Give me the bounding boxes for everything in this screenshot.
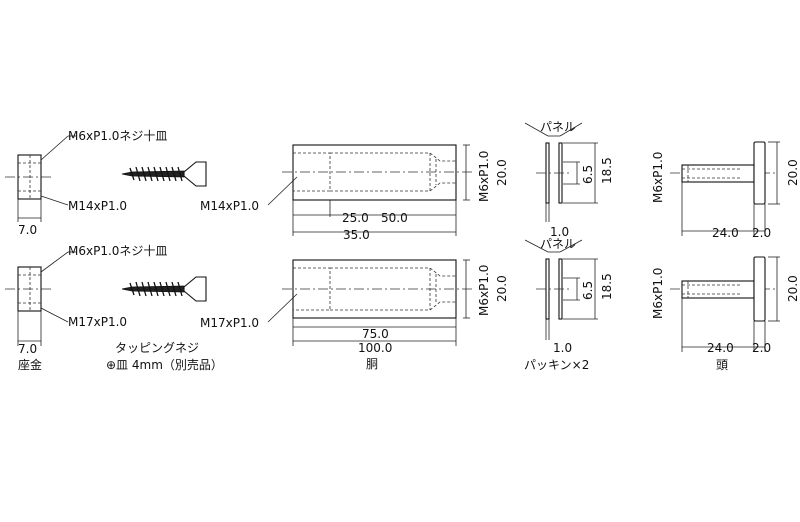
head-top <box>670 141 780 236</box>
body-dim-100: 100.0 <box>358 341 392 355</box>
head-dim-2-top: 2.0 <box>752 226 771 240</box>
packing-dim-65-top: 6.5 <box>581 165 595 184</box>
packing-bottom <box>524 239 598 340</box>
body-m6-label-top: M6xP1.0 <box>477 151 491 202</box>
head-dim-24-bot: 24.0 <box>707 341 734 355</box>
washer-m17-label: M17xP1.0 <box>68 315 127 329</box>
head-bottom <box>670 256 780 352</box>
head-dim-20-top: 20.0 <box>786 159 800 186</box>
body-m17-label: M17xP1.0 <box>200 316 259 330</box>
tapping-screw-top <box>121 161 207 187</box>
body-bottom <box>267 259 472 346</box>
packing-dim-185-bot: 18.5 <box>600 273 614 300</box>
head-m6-label-bot: M6xP1.0 <box>651 268 665 319</box>
head-dim-2-bot: 2.0 <box>752 341 771 355</box>
body-dim-25: 25.0 <box>342 211 369 225</box>
body-top <box>267 144 472 236</box>
head-dim-24-top: 24.0 <box>712 226 739 240</box>
head-caption: 頭 <box>716 358 728 372</box>
body-dim-35: 35.0 <box>343 228 370 242</box>
packing-panel-label-top: パネル <box>540 120 576 134</box>
body-dim-50: 50.0 <box>381 211 408 225</box>
washer-width-dim-top: 7.0 <box>18 223 37 237</box>
body-m6-label-bot: M6xP1.0 <box>477 265 491 316</box>
packing-dim-1-top: 1.0 <box>550 225 569 239</box>
body-dim-20-top: 20.0 <box>495 159 509 186</box>
screw-caption-line1: タッピングネジ <box>115 341 199 355</box>
packing-dim-185-top: 18.5 <box>600 157 614 184</box>
tapping-screw-bottom <box>121 276 207 302</box>
body-dim-75: 75.0 <box>362 327 389 341</box>
packing-panel-label-bot: パネル <box>540 237 576 251</box>
washer-thread-label-top: M6xP1.0ネジ十皿 <box>68 129 167 143</box>
screw-caption-line2: ⊕皿 4mm（別売品） <box>106 357 223 372</box>
washer-top <box>5 135 76 222</box>
body-caption: 胴 <box>366 357 378 371</box>
washer-bottom <box>5 251 76 346</box>
packing-dim-1-bot: 1.0 <box>553 341 572 355</box>
washer-m14-label: M14xP1.0 <box>68 199 127 213</box>
washer-thread-label-bot: M6xP1.0ネジ十皿 <box>68 244 167 258</box>
body-m14-label: M14xP1.0 <box>200 199 259 213</box>
packing-caption: パッキン×2 <box>524 358 589 372</box>
packing-dim-65-bot: 6.5 <box>581 281 595 300</box>
body-dim-20-bot: 20.0 <box>495 275 509 302</box>
washer-caption: 座金 <box>18 357 42 372</box>
head-dim-20-bot: 20.0 <box>786 275 800 302</box>
washer-width-dim-bot: 7.0 <box>18 342 37 356</box>
packing-top <box>524 122 598 222</box>
head-m6-label-top: M6xP1.0 <box>651 152 665 203</box>
